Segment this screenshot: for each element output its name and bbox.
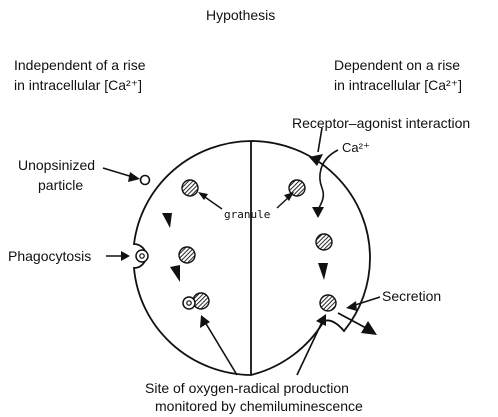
unopsonized-arrowhead bbox=[128, 172, 140, 182]
footer-arrow-left-head bbox=[200, 315, 210, 328]
phagocytosis-arrowhead bbox=[121, 251, 130, 261]
phagocytosed-particle-core bbox=[140, 254, 144, 258]
cell-membrane bbox=[134, 141, 370, 375]
left-flow-arrowhead-1 bbox=[162, 213, 172, 228]
granule-left-middle bbox=[179, 247, 195, 263]
right-flow-arrowhead bbox=[318, 263, 328, 280]
left-flow-arrowhead-2 bbox=[170, 265, 180, 282]
receptor-arrow bbox=[318, 128, 322, 152]
secretion-outflow-arrowhead bbox=[361, 321, 377, 335]
granule-right-middle bbox=[316, 234, 332, 250]
secretion-outflow-arrow bbox=[338, 313, 366, 328]
unopsonized-particle bbox=[141, 176, 150, 185]
calcium-arrowhead bbox=[312, 207, 324, 218]
granule-right-secreting bbox=[320, 295, 336, 311]
phagosome-left-fused-core bbox=[187, 301, 191, 305]
secretion-label-arrowhead bbox=[346, 301, 357, 311]
granule-left-top bbox=[182, 180, 198, 196]
calcium-entry-arrow bbox=[318, 150, 338, 210]
